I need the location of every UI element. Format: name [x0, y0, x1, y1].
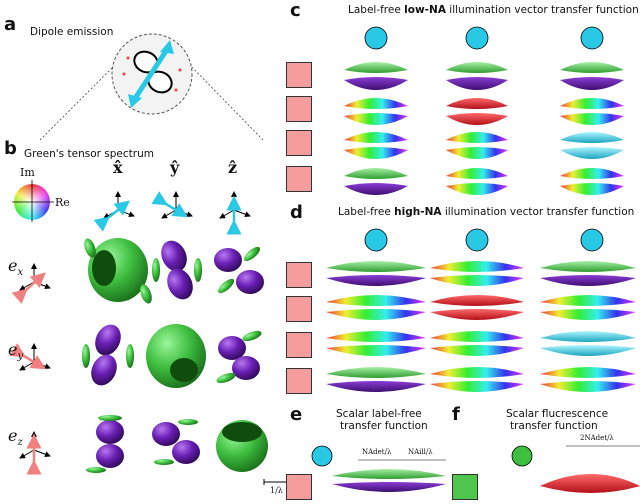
panel-f-title-1: Scalar flucrescence — [506, 408, 609, 420]
f-illum — [452, 474, 478, 500]
panel-a-title: Dipole emission — [30, 26, 114, 38]
d-row-3 — [326, 331, 636, 356]
c-row-2 — [344, 98, 624, 125]
row-label-ez: ez — [8, 426, 23, 449]
d-row2-illum — [286, 296, 312, 322]
panel-a-letter: a — [4, 14, 17, 35]
c-row4-illum — [286, 166, 312, 192]
shape-ey-z — [216, 330, 262, 384]
shape-ey-x — [82, 324, 134, 386]
column-y-hat: ŷ — [170, 158, 180, 177]
panel-e-title-1: Scalar label-free — [336, 408, 422, 420]
d-row3-illum — [286, 332, 312, 358]
panel-f-letter: f — [452, 404, 460, 425]
two-na-det-label: 2NAdet/λ — [580, 434, 614, 442]
c-row3-illum — [286, 130, 312, 156]
panel-c-letter: c — [290, 0, 301, 21]
c-row-1 — [344, 62, 624, 90]
panel-e-title-2: transfer function — [340, 420, 428, 432]
d-row4-illum — [286, 368, 312, 394]
shape-ez-z — [216, 420, 268, 472]
re-axis-label: Re — [55, 196, 70, 209]
shape-ez-x — [86, 415, 124, 473]
na-det-label: NAdet/λ — [362, 448, 392, 456]
e-illum — [286, 474, 312, 500]
row-label-ex: ex — [8, 256, 24, 279]
c-row-3 — [344, 132, 624, 159]
c-row2-illum — [286, 96, 312, 122]
panel-d-title: Label-free high-NA illumination vector t… — [338, 206, 635, 218]
column-x-hat: x̂ — [113, 158, 123, 177]
na-ill-label: NAill/λ — [408, 448, 433, 456]
d-row-2 — [326, 295, 636, 320]
d-row1-illum — [286, 262, 312, 288]
row-label-ey: ey — [8, 340, 24, 363]
scale-bar-label: 1/λ — [270, 486, 283, 495]
phase-color-wheel — [14, 184, 50, 220]
panel-b-letter: b — [4, 138, 17, 159]
f-transfer-shape — [511, 445, 640, 493]
d-row-1 — [326, 261, 636, 286]
panel-c-title: Label-free low-NA illumination vector tr… — [348, 4, 639, 16]
shape-ey-y — [146, 324, 206, 388]
c-row-4 — [344, 168, 624, 195]
c-illum-icons — [364, 26, 604, 50]
shape-ex-y — [152, 240, 202, 300]
panel-d-letter: d — [290, 202, 303, 223]
d-row-4 — [326, 367, 636, 392]
column-z-hat: ẑ — [228, 158, 238, 177]
im-axis-label: Im — [20, 166, 35, 179]
panel-b-title: Green's tensor spectrum — [24, 148, 154, 160]
d-illum-icons — [364, 228, 604, 252]
panel-e-letter: e — [290, 404, 303, 425]
shape-ez-y — [152, 419, 200, 465]
panel-f-title-2: transfer function — [510, 420, 598, 432]
shape-ex-x — [84, 238, 152, 304]
shape-ex-z — [214, 246, 264, 294]
c-row1-illum — [286, 62, 312, 88]
